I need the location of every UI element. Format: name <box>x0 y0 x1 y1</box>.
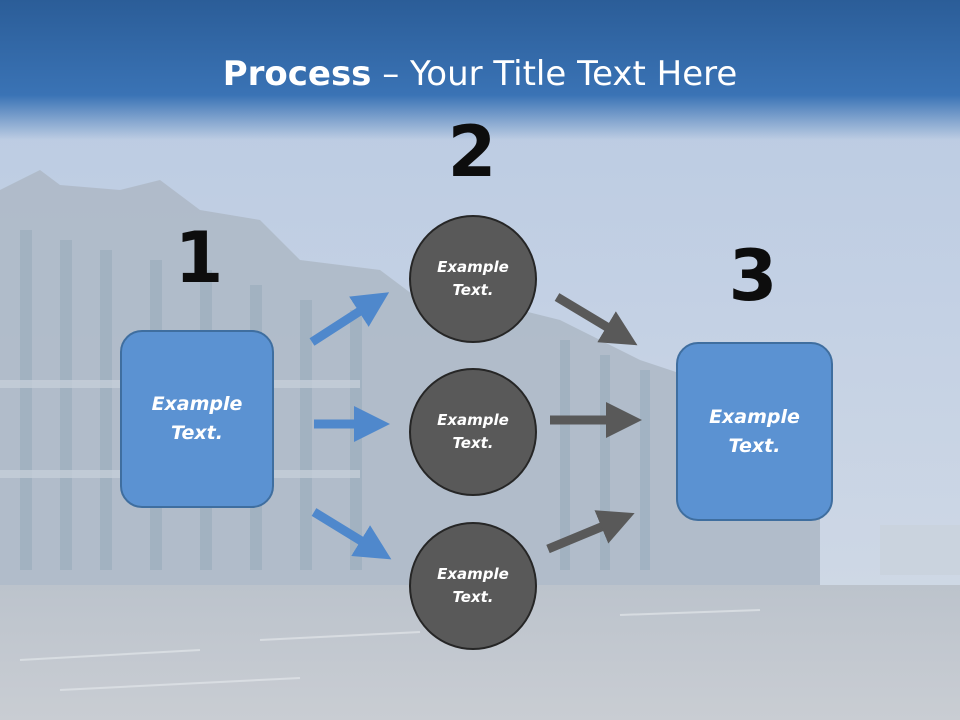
step-number-2: 2 <box>447 111 497 193</box>
step-1-box: Example Text. <box>120 330 274 508</box>
step-number-1: 1 <box>174 217 224 299</box>
step-3-box: Example Text. <box>676 342 833 521</box>
arrow-box1-to-circle-top <box>309 292 390 346</box>
arrow-circle-top-to-box3 <box>554 293 638 346</box>
arrow-box1-to-circle-bottom <box>311 508 392 560</box>
step-1-text: Example Text. <box>151 393 243 444</box>
step-2-circle-bottom: Example Text. <box>409 522 537 650</box>
circle-middle-text: Example Text. <box>437 411 509 452</box>
step-2-circle-middle: Example Text. <box>409 368 537 496</box>
slide-title: Process – Your Title Text Here <box>0 52 960 96</box>
title-rest: – Your Title Text Here <box>371 54 738 94</box>
step-3-text: Example Text. <box>709 405 800 457</box>
title-bold: Process <box>222 54 372 94</box>
step-2-circle-top: Example Text. <box>409 215 537 343</box>
arrow-circle-bottom-to-box3 <box>546 510 635 554</box>
title-banner <box>0 0 960 140</box>
circle-bottom-text: Example Text. <box>437 565 509 606</box>
step-number-3: 3 <box>728 235 778 317</box>
circle-top-text: Example Text. <box>437 258 509 299</box>
